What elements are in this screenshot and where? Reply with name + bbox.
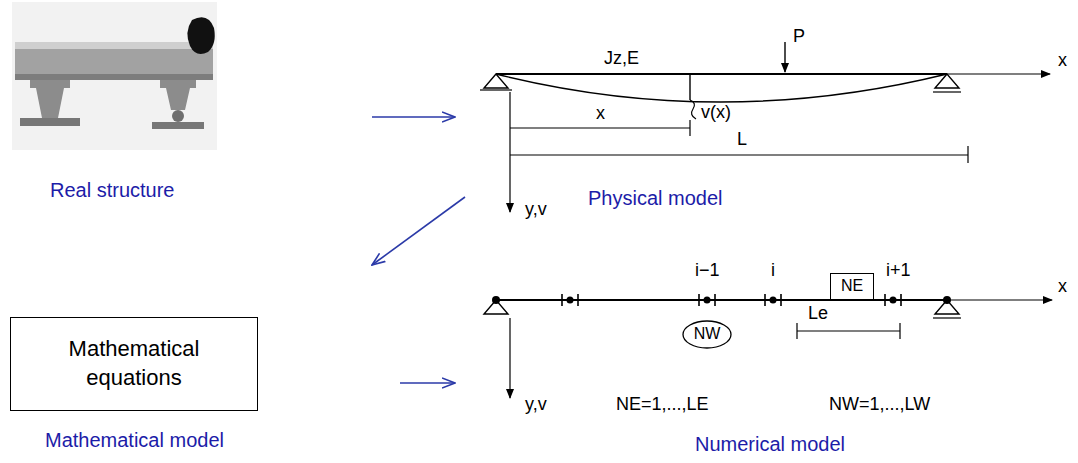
node-dot <box>890 297 897 304</box>
beam-property: Jz,E <box>604 48 639 69</box>
support-bracket <box>160 80 196 110</box>
ground-line <box>933 317 961 318</box>
node-index: i−1 <box>695 260 720 281</box>
node-dot <box>704 297 711 304</box>
load-arrow <box>784 42 785 72</box>
node-dot <box>567 297 574 304</box>
photo-ground <box>12 2 217 150</box>
caption: Mathematical model <box>45 429 224 452</box>
flow-arrow <box>400 382 455 384</box>
physical-model <box>480 42 1050 212</box>
numerical-model <box>484 294 1052 398</box>
element-ticks <box>562 294 578 306</box>
flow-arrows <box>372 117 465 383</box>
dimension-line <box>797 330 900 331</box>
node-dot <box>492 296 500 304</box>
element-number-box: NE <box>830 273 874 300</box>
element-ticks <box>765 294 781 306</box>
node-text: NE <box>841 276 863 297</box>
beam-flange <box>15 74 213 80</box>
ground-line <box>933 91 961 92</box>
caption: Real structure <box>50 179 175 202</box>
load-blob <box>187 17 214 54</box>
node-text: NW <box>694 324 721 345</box>
axis-label: y,v <box>525 394 547 415</box>
deflection-curve <box>496 74 947 102</box>
ground-line <box>480 89 512 90</box>
support-bracket <box>30 80 70 118</box>
dimension-label: L <box>737 129 747 150</box>
node-index: i <box>771 260 775 281</box>
beam-line <box>496 73 947 75</box>
y-axis <box>509 92 510 212</box>
flow-arrow <box>372 197 465 265</box>
caption: Physical model <box>588 187 723 210</box>
range-label: NE=1,...,LE <box>616 394 709 415</box>
deflection-label: v(x) <box>701 102 731 123</box>
node-number-circle: NW <box>682 320 732 349</box>
dimension-tick <box>797 323 900 339</box>
dimension-label: Le <box>808 303 828 324</box>
dimension-line <box>510 127 690 128</box>
node-text: Mathematical equations <box>49 335 219 392</box>
support-roller <box>172 110 184 122</box>
flow-arrow <box>372 116 455 118</box>
element-ticks <box>699 294 715 306</box>
section-line <box>689 74 690 100</box>
node-dot <box>943 296 951 304</box>
beam-flange <box>15 42 213 49</box>
dimension-line <box>510 154 968 155</box>
axis-label: x <box>1058 50 1067 71</box>
pin-support <box>484 74 508 88</box>
deflection-hook <box>690 100 696 119</box>
x-axis <box>947 299 1052 300</box>
node-dot <box>770 297 777 304</box>
y-axis <box>509 318 510 398</box>
range-label: NW=1,...,LW <box>829 394 930 415</box>
support-plate <box>20 118 80 126</box>
element-ticks <box>885 294 901 306</box>
axis-label: x <box>1058 276 1067 297</box>
beam-web <box>15 49 213 74</box>
x-axis <box>947 73 1050 74</box>
load-label: P <box>793 26 805 47</box>
dimension-tick <box>967 146 968 163</box>
dimension-tick <box>689 120 690 136</box>
support-plate <box>152 122 204 129</box>
caption: Numerical model <box>695 433 845 456</box>
beam-photo <box>12 2 217 150</box>
beam-line <box>496 299 947 301</box>
ellipse-shape <box>683 321 731 348</box>
dimension-label: x <box>596 103 605 124</box>
axis-label: y,v <box>525 199 547 220</box>
equation-box: Mathematical equations <box>10 317 258 411</box>
roller-support <box>935 74 959 88</box>
node-index: i+1 <box>886 260 911 281</box>
